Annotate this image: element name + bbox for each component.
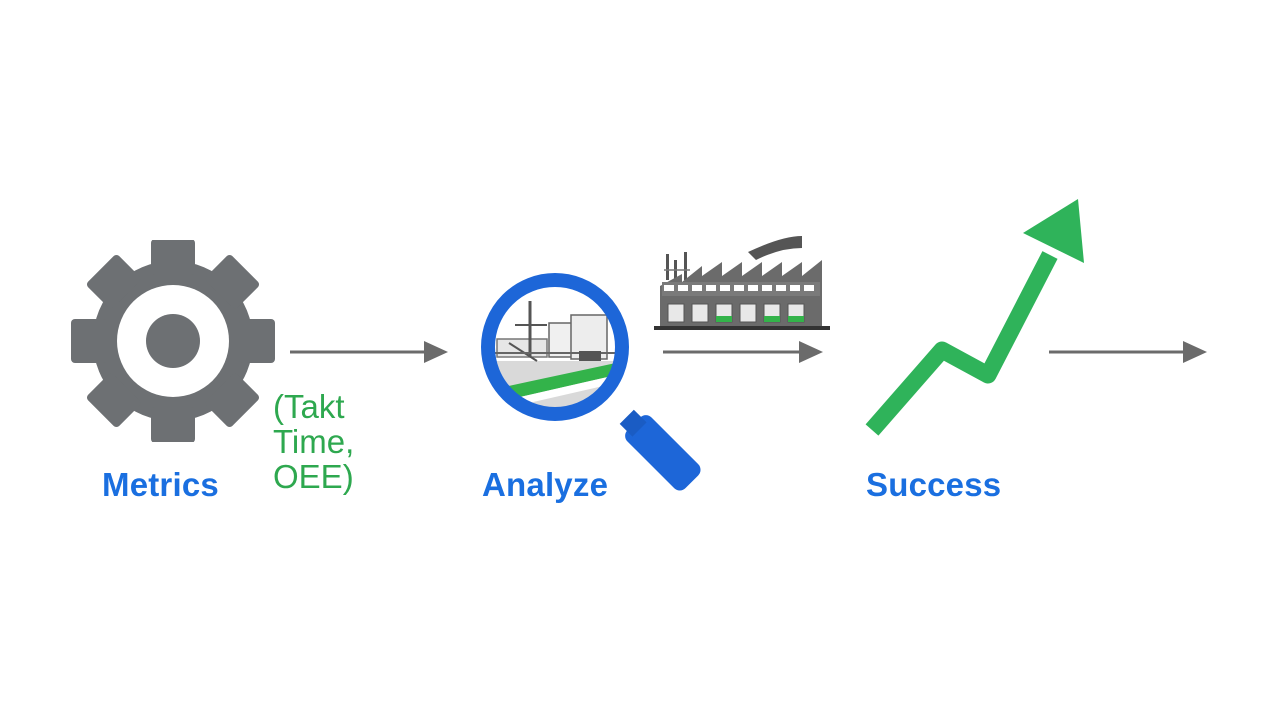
gear-icon xyxy=(71,240,275,442)
metrics-detail-line: Time, xyxy=(273,423,355,460)
step-label-metrics: Metrics xyxy=(102,466,219,503)
metrics-detail: (Takt Time, OEE) xyxy=(273,389,354,494)
metrics-detail-line: OEE) xyxy=(273,458,354,495)
magnifying-glass-factory-icon xyxy=(481,273,701,491)
right-arrow-icon xyxy=(663,341,823,363)
right-arrow-icon xyxy=(1049,341,1207,363)
factory-icon xyxy=(654,236,830,330)
step-label-success: Success xyxy=(866,466,1002,503)
right-arrow-icon xyxy=(290,341,448,363)
rising-trend-arrow-icon xyxy=(865,199,1084,436)
metrics-detail-line: (Takt xyxy=(273,388,345,425)
step-label-analyze: Analyze xyxy=(482,466,609,503)
